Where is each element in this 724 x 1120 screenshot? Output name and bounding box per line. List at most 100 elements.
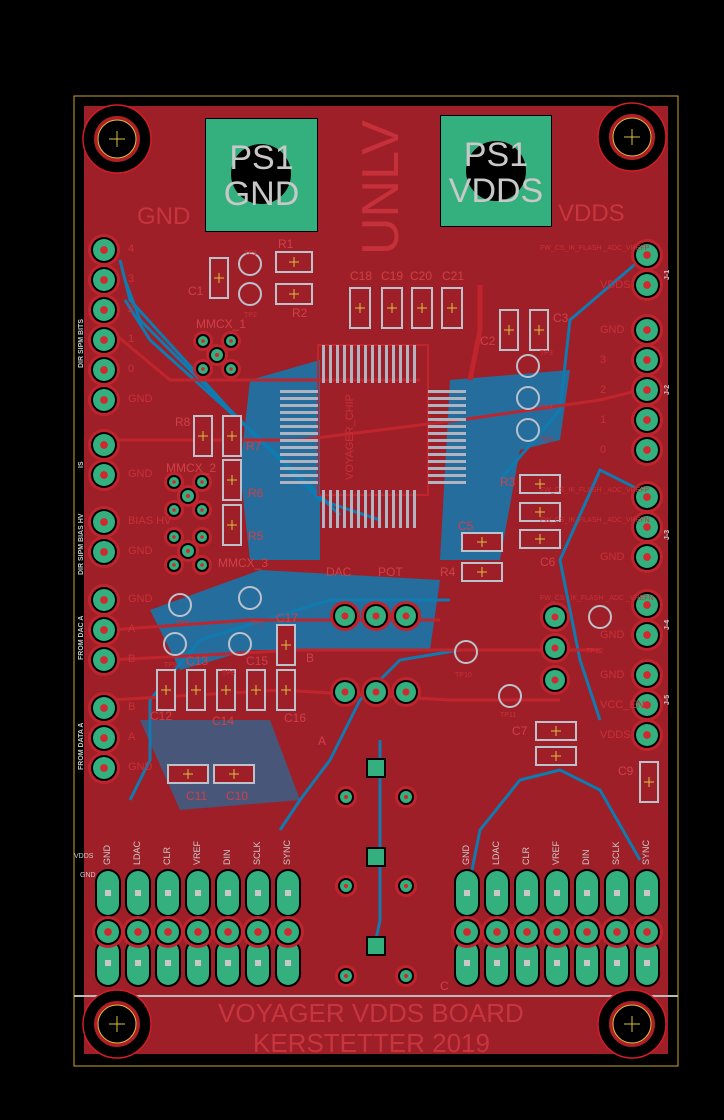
left-pin-label: GND <box>128 593 153 605</box>
pin-drill <box>100 471 108 479</box>
right-pin-label: VDDS <box>600 279 631 291</box>
component-ref-label: R8 <box>175 415 191 429</box>
component-ref-label: R5 <box>248 529 264 543</box>
pin-drill <box>614 960 620 966</box>
pad-ref: PS1 <box>229 139 294 177</box>
pin-drill <box>254 928 262 936</box>
crosshair-icon <box>551 751 561 761</box>
chip-pin <box>385 345 388 383</box>
test-point[interactable] <box>498 684 522 708</box>
board-author: KERSTETTER 2019 <box>253 1028 490 1058</box>
pin-drill <box>523 928 531 936</box>
component-ref-label: C19 <box>381 269 404 283</box>
mounting-hole-drill <box>612 117 652 157</box>
test-point[interactable] <box>238 252 262 276</box>
pin-drill <box>583 928 591 936</box>
pin-drill <box>100 246 108 254</box>
component-ref-label: C6 <box>540 555 556 569</box>
pin-drill <box>341 688 349 696</box>
pin-drill <box>494 960 500 966</box>
left-pin-label: GND <box>128 545 153 557</box>
pin-drill <box>372 688 380 696</box>
pad-ref: PS1 <box>463 136 529 174</box>
bottom-pin-label: LDAC <box>491 840 501 865</box>
pin-drill <box>100 596 108 604</box>
test-point[interactable] <box>516 386 540 410</box>
bottom-pin-label: SCLK <box>252 841 262 865</box>
pin-drill <box>343 883 349 889</box>
test-point[interactable] <box>168 593 192 617</box>
pin-drill <box>135 890 141 896</box>
pin-drill <box>164 928 172 936</box>
pin-drill <box>643 523 651 531</box>
chip-pin <box>428 467 466 470</box>
pin-drill <box>105 890 111 896</box>
component-ref-label: C1 <box>188 284 204 298</box>
pin-drill <box>200 535 204 539</box>
pin-drill <box>165 890 171 896</box>
power-pad-gnd[interactable]: PS1 GND <box>205 118 318 232</box>
pin-drill <box>643 631 651 639</box>
gnd-pad-side-label: GND <box>137 203 191 230</box>
pin-drill <box>644 960 650 966</box>
square-pad[interactable] <box>366 936 386 956</box>
left-pin-label: 3 <box>128 273 135 285</box>
square-pad[interactable] <box>366 758 386 778</box>
testpoint-label: TP7 <box>176 620 189 627</box>
crosshair-icon <box>161 685 171 695</box>
test-point[interactable] <box>228 632 252 656</box>
chip-pin <box>428 390 466 393</box>
pin-drill <box>255 890 261 896</box>
right-pin-label: VCC_EN <box>600 699 645 711</box>
pin-drill <box>524 890 530 896</box>
test-point[interactable] <box>163 632 187 656</box>
crosshair-icon <box>447 303 457 313</box>
chip-pin <box>350 490 353 528</box>
chip-pin <box>280 432 318 435</box>
test-point[interactable] <box>588 605 612 629</box>
pin-drill <box>201 367 205 371</box>
test-point[interactable] <box>238 586 262 610</box>
pin-drill <box>341 612 349 620</box>
crosshair-icon <box>551 726 561 736</box>
right-pin-label: GND <box>600 629 625 641</box>
chip-pin <box>392 490 395 528</box>
power-pad-vdds[interactable]: PS1 VDDS <box>440 115 552 227</box>
chip-pin <box>280 460 318 463</box>
test-point[interactable] <box>454 640 478 664</box>
drill-hole-icon <box>231 144 291 204</box>
pin-drill <box>185 548 191 554</box>
testpoint-label: TP3 <box>540 350 553 357</box>
component-ref-label: C11 <box>186 789 208 803</box>
chip-pin <box>428 481 466 484</box>
left-pin-label: 1 <box>128 333 135 345</box>
pin-drill <box>214 352 220 358</box>
crosshair-icon <box>534 325 544 335</box>
pin-drill <box>100 441 108 449</box>
pin-drill <box>643 928 651 936</box>
pin-drill <box>614 890 620 896</box>
test-point[interactable] <box>516 354 540 378</box>
left-pin-label: B <box>128 701 136 713</box>
chip-pin <box>357 490 360 528</box>
test-point[interactable] <box>516 418 540 442</box>
chip-pin <box>280 390 318 393</box>
pin-drill <box>284 928 292 936</box>
square-pad[interactable] <box>366 847 386 867</box>
pin-drill <box>135 960 141 966</box>
chip-pin <box>336 345 339 383</box>
pin-drill <box>554 890 560 896</box>
left-pin-label: 4 <box>128 243 135 255</box>
pin-drill <box>100 276 108 284</box>
chip-pin <box>428 425 466 428</box>
test-point[interactable] <box>238 282 262 306</box>
right-pin-label: GND <box>600 551 625 563</box>
pin-drill <box>172 563 176 567</box>
drill-hole-icon <box>466 141 526 201</box>
component-ref-label: C17 <box>276 611 299 625</box>
crosshair-icon <box>183 769 193 779</box>
chip-pin <box>428 453 466 456</box>
mounting-hole-drill <box>97 119 137 159</box>
pin-drill <box>134 928 142 936</box>
